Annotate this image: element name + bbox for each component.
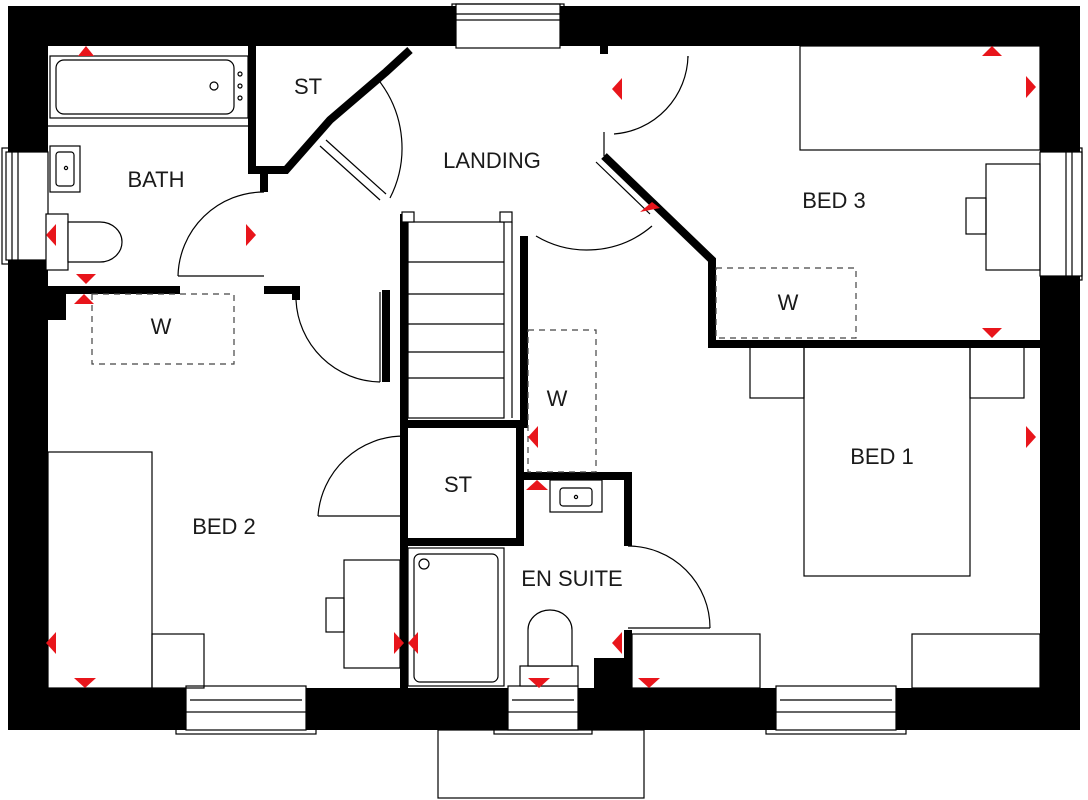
bed1-bed <box>803 343 971 577</box>
door-st-top <box>379 81 403 199</box>
bed2-bed <box>47 451 153 689</box>
door-bed2 <box>295 299 381 383</box>
window-bottom-bed1 <box>765 685 907 735</box>
label-wardrobe-bed1: W <box>547 386 568 411</box>
room-labels: ST LANDING BATH BED 3 W W W BED 1 ST BED… <box>127 74 913 591</box>
wardrobes <box>91 267 857 473</box>
windows <box>1 3 1083 799</box>
door-landing-right <box>535 225 653 251</box>
door-bed3 <box>613 55 689 135</box>
label-bath: BATH <box>127 167 184 192</box>
internal-walls <box>48 46 1040 690</box>
porch-canopy <box>437 729 645 799</box>
label-bed3: BED 3 <box>802 188 866 213</box>
fixtures <box>45 45 1041 689</box>
staircase <box>401 211 513 419</box>
wardrobe-bed3-outline <box>715 267 857 339</box>
door-bath <box>177 191 265 277</box>
label-en-suite: EN SUITE <box>521 566 622 591</box>
socket-markers <box>46 46 1036 688</box>
window-bottom-bed2 <box>175 685 317 735</box>
label-wardrobe-bed2: W <box>151 314 172 339</box>
outer-walls <box>8 6 1080 730</box>
label-landing: LANDING <box>443 148 541 173</box>
door-ensuite <box>627 545 711 629</box>
window-right-bed3 <box>1039 147 1083 281</box>
window-bottom-ensuite <box>493 685 593 735</box>
label-bed2: BED 2 <box>192 514 256 539</box>
bed1-nightstand-right <box>969 343 1025 399</box>
wardrobe-bed2-outline <box>91 293 235 365</box>
bed2-desk <box>343 559 401 669</box>
wardrobe-bed1-outline <box>527 329 597 473</box>
bed3-desk <box>985 163 1041 271</box>
ensuite-toilet <box>519 665 579 687</box>
bed3-bed <box>799 45 1041 151</box>
label-st-top: ST <box>294 74 322 99</box>
bed1-nightstand-left <box>749 343 805 399</box>
door-st-mid <box>317 435 405 517</box>
window-left-bath <box>1 147 49 265</box>
bath-toilet <box>45 213 69 271</box>
label-wardrobe-bed3: W <box>778 290 799 315</box>
window-top-landing <box>451 3 565 49</box>
bed1-drawers-right <box>911 633 1041 689</box>
label-st-mid: ST <box>444 472 472 497</box>
bed1-drawers-left <box>631 633 761 689</box>
label-bed1: BED 1 <box>850 444 914 469</box>
doors <box>177 55 711 629</box>
